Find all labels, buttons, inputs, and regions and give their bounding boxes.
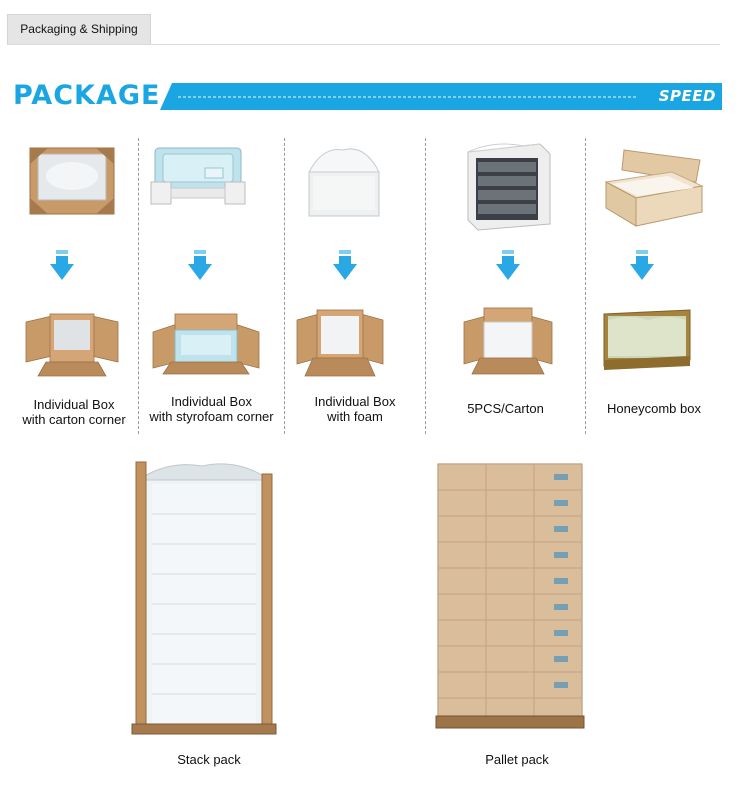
- open-carton-with-foam-image: [295, 308, 385, 380]
- package-option-5pcs-carton: 5PCS/Carton: [426, 138, 585, 434]
- column-divider: [284, 138, 285, 434]
- package-option-carton-corner: Individual Box with carton corner: [10, 138, 138, 434]
- down-arrow-icon: [50, 250, 74, 280]
- open-carton-with-sink-image: [151, 310, 261, 376]
- option-caption-line2: with styrofoam corner: [149, 409, 274, 424]
- tab-packaging-shipping[interactable]: Packaging & Shipping: [7, 14, 151, 44]
- stack-pack-caption: Stack pack: [177, 752, 241, 767]
- package-option-foam: Individual Box with foam: [285, 138, 425, 434]
- package-banner: PACKAGE SPEED: [10, 80, 722, 112]
- option-caption-line1: 5PCS/Carton: [467, 401, 544, 416]
- open-carton-5pcs-image: [462, 306, 554, 378]
- option-caption-line2: with foam: [327, 409, 383, 424]
- open-carton-image: [22, 308, 122, 378]
- down-arrow-icon: [496, 250, 520, 280]
- option-caption-line1: Individual Box: [314, 394, 396, 409]
- pallet-pack-image: [434, 454, 586, 730]
- banner-strip: [160, 83, 722, 110]
- box-with-carton-corner-image: [26, 142, 118, 218]
- stacked-sinks-image: [464, 140, 554, 232]
- down-arrow-icon: [188, 250, 212, 280]
- section-tab-bar: Packaging & Shipping: [7, 14, 720, 45]
- column-divider: [425, 138, 426, 434]
- down-arrow-icon: [630, 250, 654, 280]
- down-arrow-icon: [333, 250, 357, 280]
- column-divider: [585, 138, 586, 434]
- package-option-honeycomb-box: Honeycomb box: [586, 138, 722, 434]
- honeycomb-box-image: [602, 142, 706, 232]
- stack-pack-image: [128, 454, 280, 740]
- option-caption-line1: Individual Box: [33, 397, 115, 412]
- sink-with-styrofoam-corner-image: [149, 142, 247, 208]
- option-caption-line2: with carton corner: [22, 412, 126, 427]
- sink-in-foam-bag-image: [303, 142, 385, 220]
- column-divider: [138, 138, 139, 434]
- honeycomb-box-open-image: [600, 306, 694, 372]
- option-caption-line1: Individual Box: [171, 394, 252, 409]
- speed-logo: SPEED: [658, 87, 716, 105]
- option-caption-line1: Honeycomb box: [607, 401, 701, 416]
- banner-title: PACKAGE: [13, 80, 161, 111]
- package-option-styrofoam-corner: Individual Box with styrofoam corner: [139, 138, 284, 434]
- pallet-pack-caption: Pallet pack: [485, 752, 549, 767]
